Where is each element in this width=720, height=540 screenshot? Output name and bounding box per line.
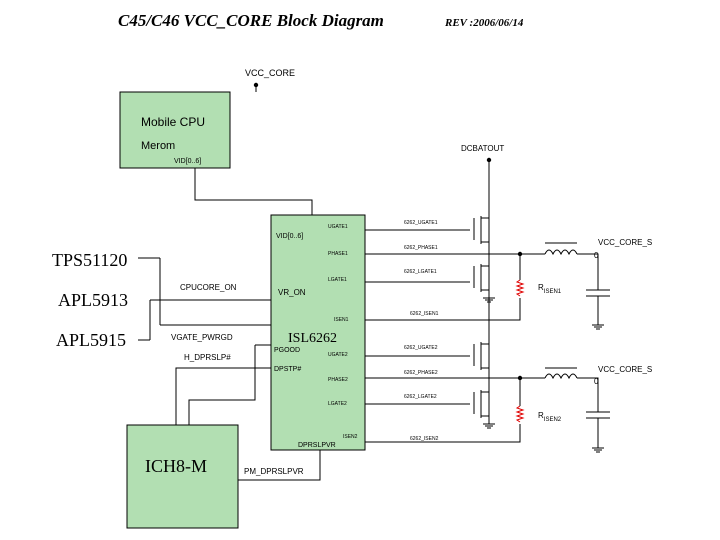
output-capacitor-2 xyxy=(586,411,610,453)
cpu-model: Merom xyxy=(141,140,175,152)
isl-vid-pin: VID[0..6] xyxy=(276,233,303,240)
lbl-6262-lgate1: 6262_LGATE1 xyxy=(404,269,437,275)
lbl-6262-lgate2: 6262_LGATE2 xyxy=(404,394,437,400)
risen2-label: RISEN2 xyxy=(538,411,562,423)
lbl-6262-isen1: 6262_ISEN1 xyxy=(410,311,439,317)
pin-isen2: ISEN2 xyxy=(343,434,358,440)
pin-lgate1: LGATE1 xyxy=(328,277,347,283)
pin-ugate1: UGATE1 xyxy=(328,224,348,230)
pin-isen1: ISEN1 xyxy=(334,317,349,323)
inductor1-out-wire xyxy=(577,253,599,290)
vcc-core-s2-line2: 0 xyxy=(594,377,599,386)
inductor-1 xyxy=(544,242,578,256)
isl-vr-on-pin: VR_ON xyxy=(278,288,306,297)
pin-lgate2: LGATE2 xyxy=(328,401,347,407)
risen1-resistor xyxy=(515,279,525,297)
vgate-pwrgd-label: VGATE_PWRGD xyxy=(171,333,233,342)
cpu-vid-label: VID[0..6] xyxy=(174,158,201,165)
tps51120-label: TPS51120 xyxy=(52,250,127,270)
pin-phase2: PHASE2 xyxy=(328,377,348,383)
risen1-label: RISEN1 xyxy=(538,283,562,295)
vcc-core-label: VCC_CORE xyxy=(245,68,295,78)
vid-bus-wire xyxy=(194,168,313,215)
high-side-mosfet-2 xyxy=(473,340,490,394)
lbl-6262-ugate1: 6262_UGATE1 xyxy=(404,220,438,226)
isl-dprslpvr-pin: DPRSLPVR xyxy=(298,442,336,449)
pm-dprslpvr-label: PM_DPRSLPVR xyxy=(244,467,304,476)
isen1-wire xyxy=(365,298,521,321)
cpu-title: Mobile CPU xyxy=(141,115,205,129)
h-dprslp-wire xyxy=(175,367,271,425)
pwrgd-to-ich-wire xyxy=(188,345,256,425)
pm-dprslpvr-wire xyxy=(238,450,321,481)
isl-name: ISL6262 xyxy=(288,331,337,346)
mobile-cpu-block xyxy=(119,91,231,169)
isl6262-block xyxy=(270,214,366,451)
vcc-core-s1-line1: VCC_CORE_S xyxy=(598,238,652,247)
apl5915-label: APL5915 xyxy=(56,330,126,350)
isl-pgood-pin: PGOOD xyxy=(274,347,300,354)
inductor-2 xyxy=(544,367,578,380)
vcc-core-s2-line1: VCC_CORE_S xyxy=(598,365,652,374)
diagram-title: C45/C46 VCC_CORE Block Diagram xyxy=(118,11,384,30)
h-dprslp-label: H_DPRSLP# xyxy=(184,353,231,362)
revision-date: REV :2006/06/14 xyxy=(444,17,524,29)
vcc-core-s1-line2: 0 xyxy=(594,251,599,260)
lbl-6262-isen2: 6262_ISEN2 xyxy=(410,436,439,442)
lbl-6262-ugate2: 6262_UGATE2 xyxy=(404,345,438,351)
cpucore-on-label: CPUCORE_ON xyxy=(180,283,237,292)
risen2-resistor xyxy=(515,405,525,423)
output-capacitor-1 xyxy=(586,289,610,330)
low-side-mosfet-1 xyxy=(473,264,495,303)
apl5913-label: APL5913 xyxy=(58,290,128,310)
lbl-6262-phase1: 6262_PHASE1 xyxy=(404,245,438,251)
vcc-core-node xyxy=(253,82,259,88)
ich8m-label: ICH8-M xyxy=(145,456,207,476)
high-side-mosfet-1 xyxy=(473,213,490,270)
lbl-6262-phase2: 6262_PHASE2 xyxy=(404,370,438,376)
dcbatout-label: DCBATOUT xyxy=(461,144,504,153)
pin-ugate2: UGATE2 xyxy=(328,352,348,358)
ich8m-block xyxy=(126,424,239,529)
isen2-wire xyxy=(365,424,521,443)
pin-phase1: PHASE1 xyxy=(328,251,348,257)
inductor2-out-wire xyxy=(577,377,599,412)
low-side-mosfet-2 xyxy=(473,390,495,429)
isl-dpstp-pin: DPSTP# xyxy=(274,366,301,373)
